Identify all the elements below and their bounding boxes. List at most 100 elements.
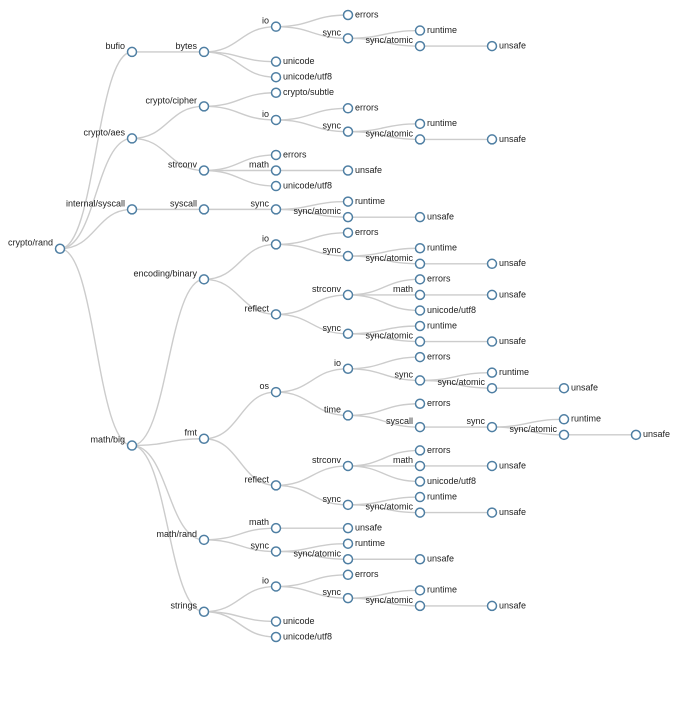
tree-node-reflect[interactable]: reflect xyxy=(244,474,282,491)
tree-node-encoding-binary[interactable]: encoding/binary xyxy=(133,268,210,285)
tree-node-sync[interactable]: sync xyxy=(322,587,354,604)
node-circle[interactable] xyxy=(414,118,426,130)
tree-node-math-big[interactable]: math/big xyxy=(90,435,138,451)
tree-node-io[interactable]: io xyxy=(262,233,282,250)
tree-node-unsafe[interactable]: unsafe xyxy=(486,507,527,518)
tree-node-unsafe[interactable]: unsafe xyxy=(486,460,527,472)
node-circle[interactable] xyxy=(126,133,138,144)
tree-node-runtime[interactable]: runtime xyxy=(414,243,458,254)
tree-node-sync[interactable]: sync xyxy=(466,416,498,433)
node-circle[interactable] xyxy=(270,149,282,161)
node-circle[interactable] xyxy=(270,180,282,192)
tree-node-sync-atomic[interactable]: sync/atomic xyxy=(365,128,426,145)
node-circle[interactable] xyxy=(414,305,426,316)
node-circle[interactable] xyxy=(342,126,354,137)
tree-node-unsafe[interactable]: unsafe xyxy=(486,258,527,270)
node-circle[interactable] xyxy=(414,320,426,332)
node-circle[interactable] xyxy=(270,165,282,176)
tree-node-runtime[interactable]: runtime xyxy=(414,118,458,130)
node-circle[interactable] xyxy=(126,46,138,58)
node-circle[interactable] xyxy=(486,258,498,270)
node-circle[interactable] xyxy=(558,414,570,425)
node-circle[interactable] xyxy=(486,382,498,394)
node-circle[interactable] xyxy=(486,421,498,433)
tree-node-unsafe[interactable]: unsafe xyxy=(342,165,383,176)
tree-node-unsafe[interactable]: unsafe xyxy=(630,429,671,441)
tree-node-sync[interactable]: sync xyxy=(394,369,426,386)
node-circle[interactable] xyxy=(126,204,138,215)
node-circle[interactable] xyxy=(630,429,642,441)
tree-node-unicode-utf8[interactable]: unicode/utf8 xyxy=(270,71,333,83)
tree-node-runtime[interactable]: runtime xyxy=(342,538,386,549)
node-circle[interactable] xyxy=(486,336,498,347)
tree-node-math[interactable]: math xyxy=(393,455,426,472)
tree-node-math[interactable]: math xyxy=(249,517,282,534)
node-circle[interactable] xyxy=(414,289,426,301)
node-circle[interactable] xyxy=(486,134,498,145)
tree-node-unsafe[interactable]: unsafe xyxy=(486,289,527,301)
tree-node-unsafe[interactable]: unsafe xyxy=(486,336,527,347)
node-circle[interactable] xyxy=(342,569,354,581)
node-circle[interactable] xyxy=(270,71,282,83)
node-circle[interactable] xyxy=(126,440,138,451)
tree-node-strconv[interactable]: strconv xyxy=(312,455,354,472)
node-circle[interactable] xyxy=(342,328,354,340)
node-circle[interactable] xyxy=(198,165,210,176)
node-circle[interactable] xyxy=(486,507,498,518)
tree-node-runtime[interactable]: runtime xyxy=(486,367,530,378)
tree-node-unicode-utf8[interactable]: unicode/utf8 xyxy=(270,631,333,643)
node-circle[interactable] xyxy=(198,274,210,285)
node-circle[interactable] xyxy=(342,363,354,375)
node-circle[interactable] xyxy=(414,398,426,409)
tree-node-crypto-rand[interactable]: crypto/rand xyxy=(8,238,66,254)
tree-node-sync[interactable]: sync xyxy=(322,323,354,340)
node-circle[interactable] xyxy=(414,351,426,363)
tree-node-unsafe[interactable]: unsafe xyxy=(486,134,527,145)
node-circle[interactable] xyxy=(486,40,498,52)
tree-node-math[interactable]: math xyxy=(393,284,426,301)
node-circle[interactable] xyxy=(486,460,498,472)
node-circle[interactable] xyxy=(270,87,282,98)
node-circle[interactable] xyxy=(342,554,354,565)
tree-node-errors[interactable]: errors xyxy=(414,445,452,456)
node-circle[interactable] xyxy=(414,336,426,347)
node-circle[interactable] xyxy=(414,554,426,565)
tree-node-unsafe[interactable]: unsafe xyxy=(558,383,599,394)
node-circle[interactable] xyxy=(558,429,570,441)
node-circle[interactable] xyxy=(198,46,210,58)
tree-node-runtime[interactable]: runtime xyxy=(414,25,458,36)
node-circle[interactable] xyxy=(414,600,426,612)
node-circle[interactable] xyxy=(270,386,282,398)
node-circle[interactable] xyxy=(414,460,426,472)
tree-node-unicode-utf8[interactable]: unicode/utf8 xyxy=(414,305,477,316)
tree-node-os[interactable]: os xyxy=(259,381,282,398)
node-circle[interactable] xyxy=(342,538,354,549)
node-circle[interactable] xyxy=(342,592,354,604)
tree-node-runtime[interactable]: runtime xyxy=(414,320,458,332)
node-circle[interactable] xyxy=(270,522,282,534)
tree-node-sync-atomic[interactable]: sync/atomic xyxy=(365,331,426,347)
tree-node-runtime[interactable]: runtime xyxy=(414,491,458,503)
node-circle[interactable] xyxy=(414,507,426,518)
tree-node-unsafe[interactable]: unsafe xyxy=(414,554,455,565)
tree-node-errors[interactable]: errors xyxy=(342,227,380,238)
tree-node-runtime[interactable]: runtime xyxy=(414,585,458,596)
tree-node-unsafe[interactable]: unsafe xyxy=(486,40,527,52)
tree-node-strconv[interactable]: strconv xyxy=(168,160,210,176)
tree-node-io[interactable]: io xyxy=(262,16,282,32)
tree-node-errors[interactable]: errors xyxy=(342,569,380,581)
node-circle[interactable] xyxy=(270,114,282,126)
tree-node-sync-atomic[interactable]: sync/atomic xyxy=(365,502,426,518)
node-circle[interactable] xyxy=(486,289,498,301)
node-circle[interactable] xyxy=(270,56,282,67)
tree-node-syscall[interactable]: syscall xyxy=(386,416,426,433)
node-circle[interactable] xyxy=(342,410,354,421)
node-circle[interactable] xyxy=(342,250,354,262)
tree-node-unicode-utf8[interactable]: unicode/utf8 xyxy=(414,476,477,487)
node-circle[interactable] xyxy=(270,546,282,557)
node-circle[interactable] xyxy=(198,101,210,112)
tree-node-runtime[interactable]: runtime xyxy=(342,196,386,207)
node-circle[interactable] xyxy=(270,581,282,592)
node-circle[interactable] xyxy=(486,367,498,378)
node-circle[interactable] xyxy=(414,445,426,456)
